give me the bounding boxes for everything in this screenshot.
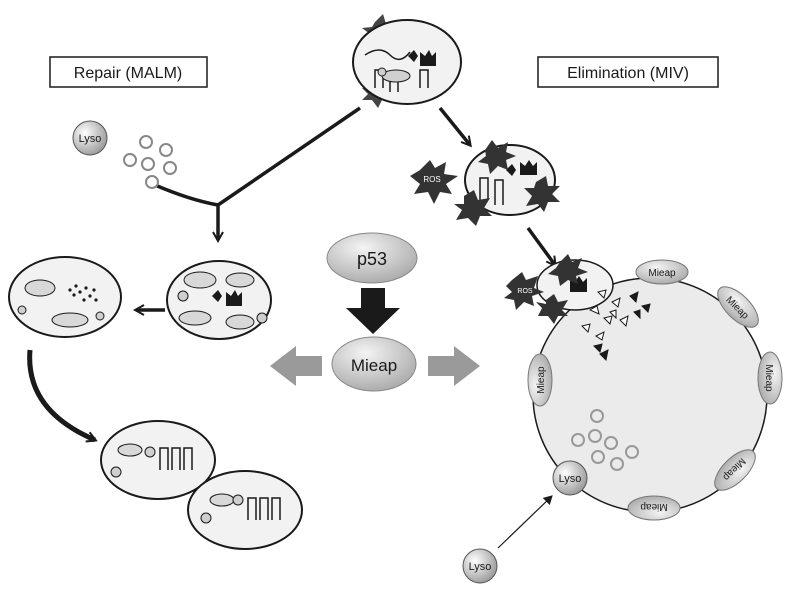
repair-label: Repair (MALM) (74, 65, 182, 82)
mieap-center-node: Mieap (331, 336, 417, 392)
mieap-rim-right: Mieap (757, 351, 783, 405)
vesicle-cluster-vacuole (571, 409, 639, 471)
gray-arrow-left (270, 346, 322, 386)
ros-burst-icon (410, 140, 560, 226)
vesicle-cluster-left (123, 135, 177, 189)
arrow-top-to-elimination (438, 106, 470, 145)
mieap-rim-lower-right: Mieap (714, 449, 756, 491)
lysosome-bottom: Lyso (462, 548, 498, 584)
p53-label: p53 (357, 249, 387, 269)
ros-mitochondrion-engulfed: ROS (504, 254, 614, 324)
repair-label-box: Repair (MALM) (49, 56, 208, 88)
lyso-vacuole-label: Lyso (559, 473, 582, 485)
debris-fragments (581, 289, 651, 362)
ros-burst-icon (504, 254, 588, 324)
arrow-p53-to-mieap (346, 288, 400, 334)
repair-mitochondrion-left (8, 256, 122, 338)
lysosome-left: Lyso (72, 120, 108, 156)
debris-dots (68, 284, 98, 302)
arrow-lyso-to-vacuole (497, 495, 553, 549)
mieap-induced-vacuole: ROS (504, 254, 783, 521)
damaged-mitochondrion-top (352, 14, 462, 108)
lyso-left-label: Lyso (79, 133, 102, 145)
repaired-mitochondrion-1 (100, 420, 216, 500)
elimination-label-box: Elimination (MIV) (537, 56, 719, 88)
mieap-rim-bottom: Mieap (627, 495, 681, 521)
ros-label: ROS (423, 175, 440, 184)
mieap-rim-left: Mieap (527, 353, 553, 407)
ros-label: ROS (517, 288, 533, 295)
ros-mitochondrion: ROS (410, 140, 560, 226)
lysosome-vacuole: Lyso (552, 460, 588, 496)
mieap-rim-label: Mieap (763, 364, 774, 392)
arrow-top-to-repair (217, 106, 361, 207)
mieap-rim-label: Mieap (640, 501, 668, 512)
repair-mitochondrion-right (166, 260, 272, 340)
lyso-bottom-label: Lyso (469, 561, 492, 573)
mieap-rim-label: Mieap (536, 366, 547, 394)
gray-arrow-right (428, 346, 480, 386)
mieap-rim-top: Mieap (635, 259, 689, 285)
repaired-mitochondrion-2 (187, 470, 303, 550)
mieap-rim-label: Mieap (648, 268, 676, 279)
mieap-center-label: Mieap (351, 356, 397, 375)
elimination-label: Elimination (MIV) (567, 65, 689, 82)
p53-node: p53 (326, 232, 418, 284)
arrow-lyso-join (154, 183, 219, 207)
arrow-ros-to-vacuole (526, 226, 555, 265)
mieap-rim-upper-right: Mieap (717, 286, 759, 328)
arrow-curve-down (27, 349, 95, 440)
